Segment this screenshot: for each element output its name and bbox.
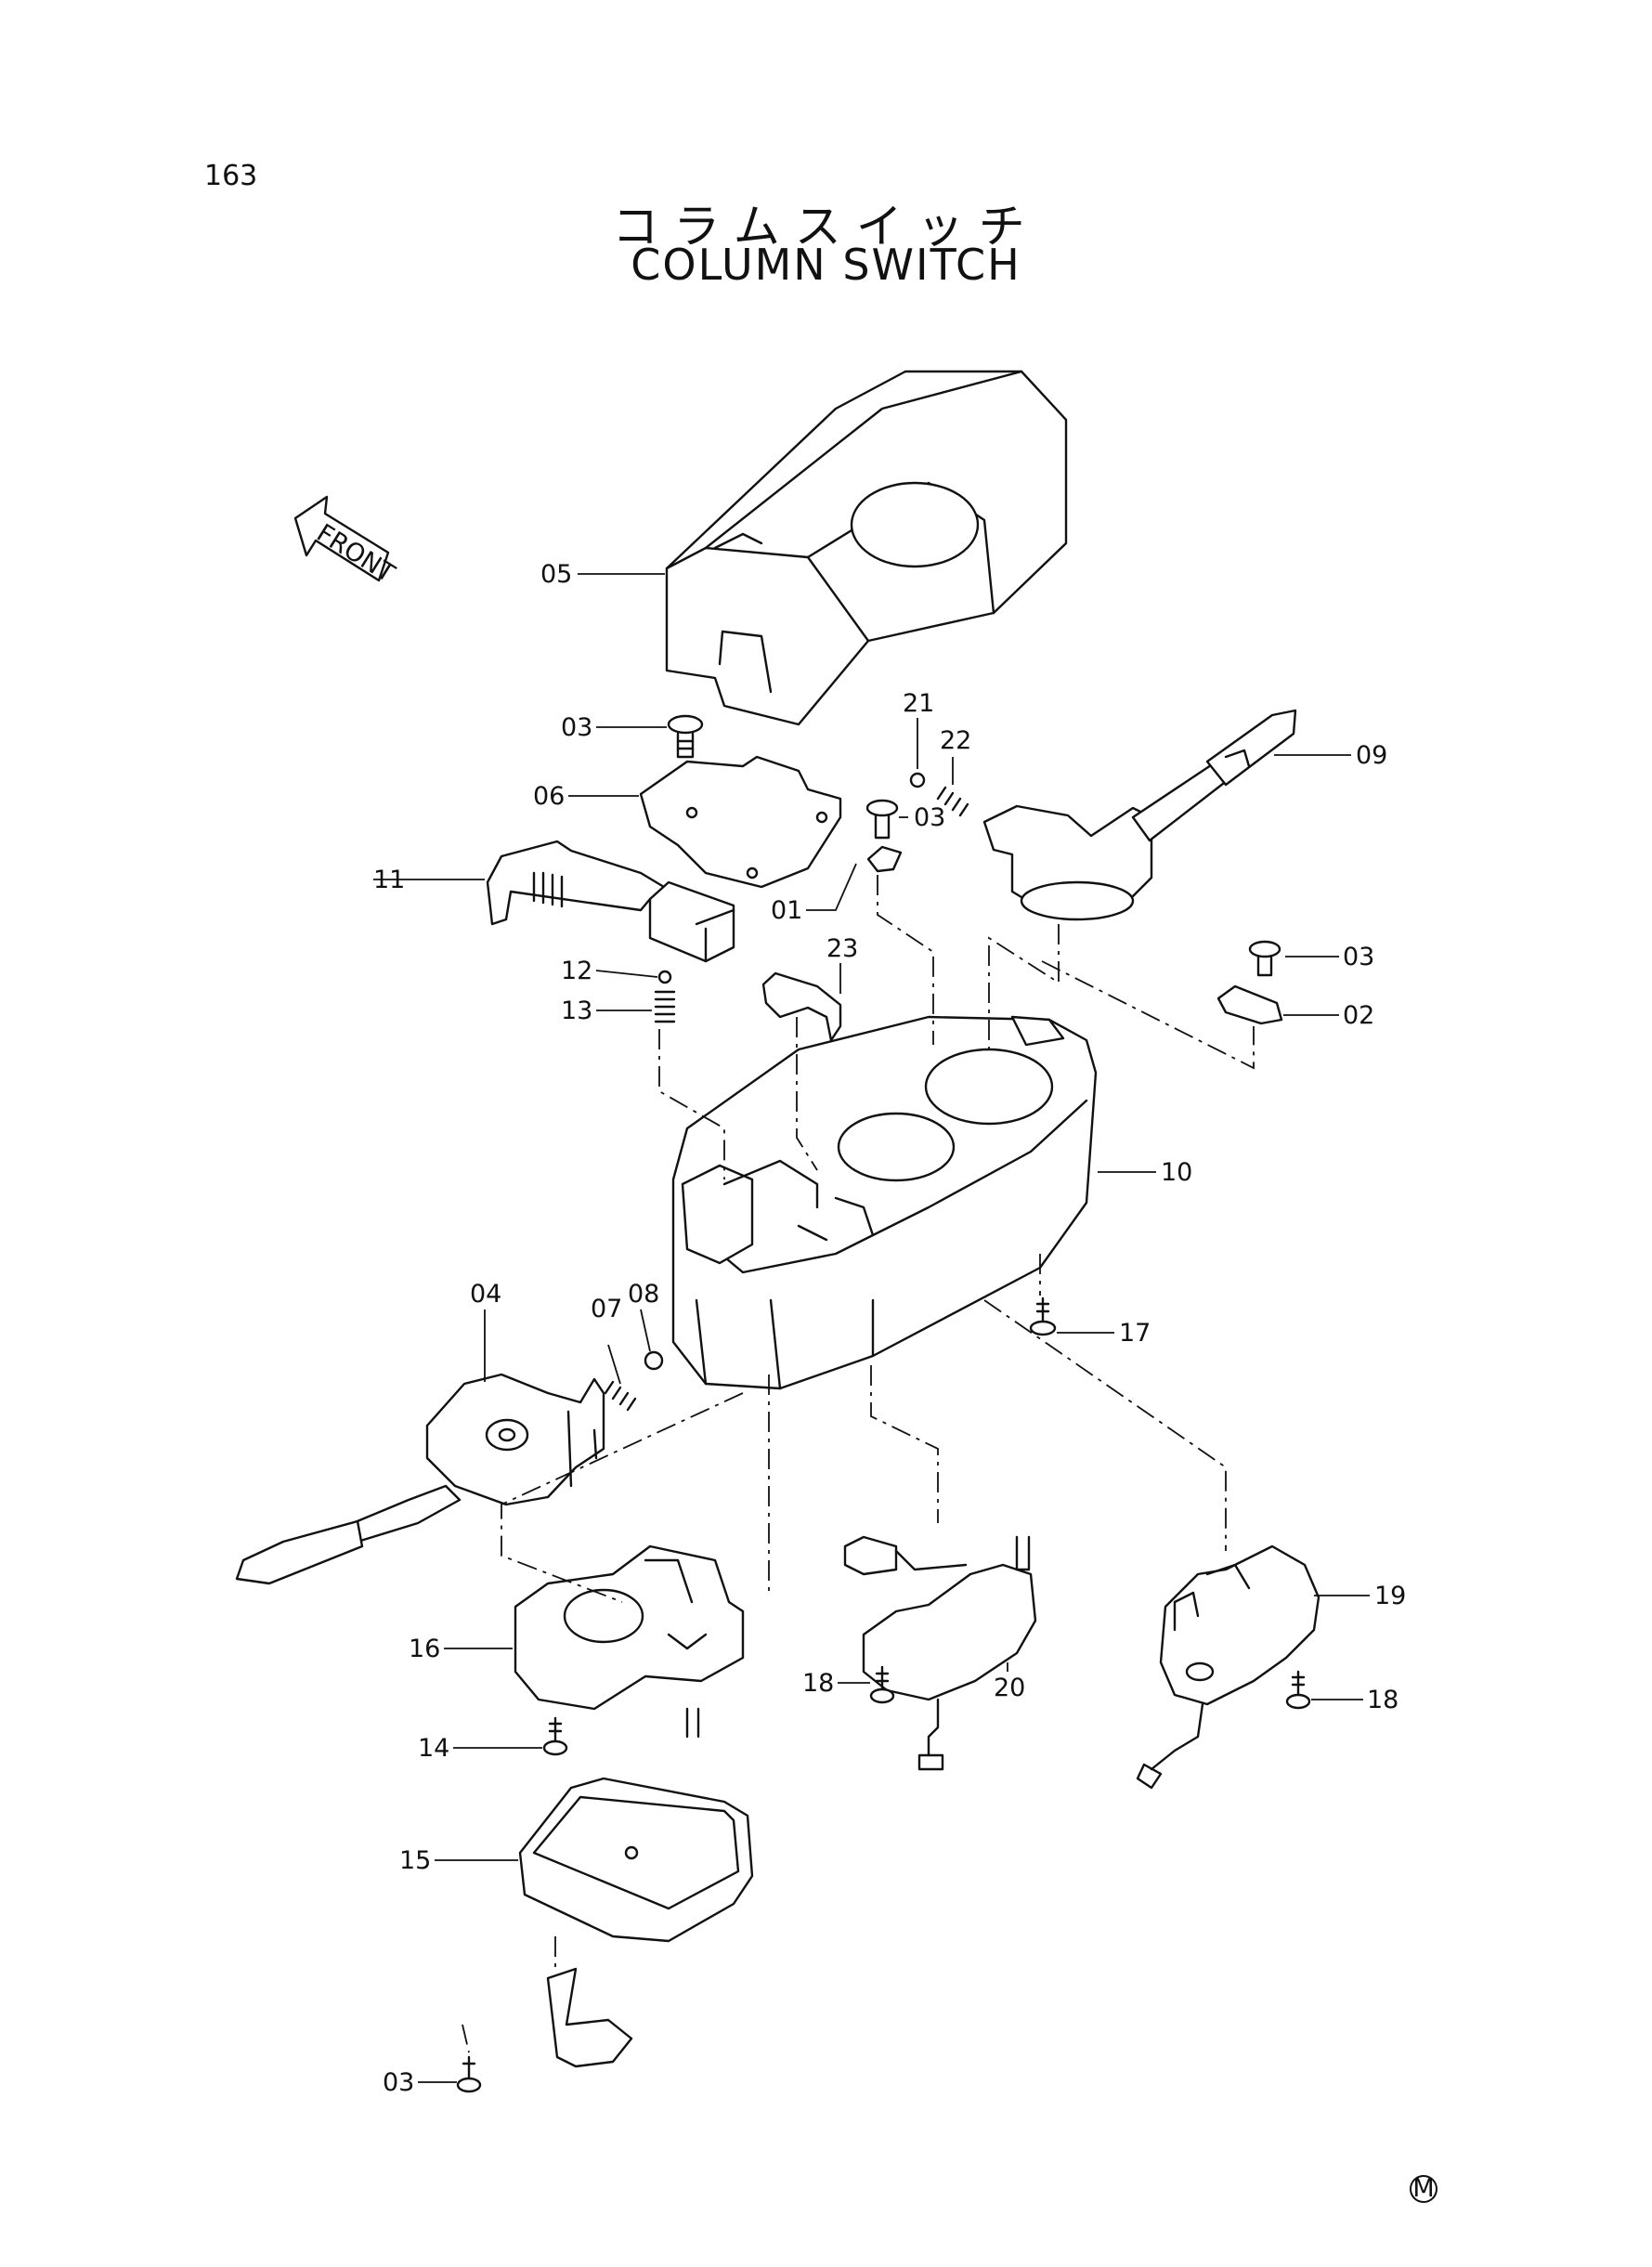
callout-22: 22 bbox=[940, 726, 971, 755]
part-03-screw-c bbox=[1248, 940, 1281, 977]
callout-12: 12 bbox=[561, 957, 592, 985]
part-13-spring bbox=[654, 990, 676, 1023]
callout-15: 15 bbox=[399, 1846, 431, 1875]
part-05-upper-cover bbox=[665, 370, 1068, 726]
callout-02: 02 bbox=[1343, 1001, 1374, 1030]
callout-14: 14 bbox=[418, 1734, 449, 1763]
part-19-switch bbox=[1136, 1544, 1320, 1790]
callout-labels: 05 03 06 11 21 22 09 03 01 23 12 13 03 0… bbox=[373, 560, 1406, 2097]
part-22-spring bbox=[936, 786, 969, 817]
front-arrow-icon: FRONT bbox=[293, 495, 400, 589]
part-18-screw-a bbox=[869, 1665, 895, 1704]
part-11-lever-bracket bbox=[486, 840, 735, 963]
part-12-ball bbox=[657, 970, 672, 984]
callout-06: 06 bbox=[533, 782, 565, 811]
part-07-spring bbox=[604, 1380, 637, 1412]
part-14-screw bbox=[542, 1716, 568, 1756]
title-english: COLUMN SWITCH bbox=[631, 240, 1021, 290]
part-18-screw-b bbox=[1285, 1670, 1311, 1710]
callout-23: 23 bbox=[826, 934, 858, 963]
callout-11: 11 bbox=[373, 866, 405, 894]
part-04-turn-signal-switch bbox=[235, 1373, 605, 1585]
part-17-screw bbox=[1029, 1296, 1057, 1336]
callout-18-b: 18 bbox=[1367, 1686, 1398, 1714]
part-06-bracket bbox=[639, 755, 842, 889]
callout-20: 20 bbox=[994, 1674, 1025, 1702]
manufacturer-mark-letter: M bbox=[1412, 2174, 1434, 2203]
page-number: 163 bbox=[204, 160, 258, 192]
callout-01: 01 bbox=[771, 896, 802, 925]
callout-03-a: 03 bbox=[561, 713, 592, 742]
part-16-switch-body bbox=[514, 1544, 745, 1739]
title-japanese: コラムスイッチ bbox=[612, 200, 1040, 254]
callout-17: 17 bbox=[1119, 1319, 1151, 1348]
callout-03-b: 03 bbox=[914, 803, 945, 832]
part-03-screw-a bbox=[667, 714, 704, 759]
callout-18-a: 18 bbox=[802, 1669, 834, 1698]
callout-08: 08 bbox=[628, 1280, 659, 1309]
part-15-lower-cover bbox=[518, 1777, 754, 1943]
callout-03-d: 03 bbox=[383, 2068, 414, 2097]
callout-03-c: 03 bbox=[1343, 943, 1374, 971]
callout-19: 19 bbox=[1374, 1582, 1406, 1610]
part-02-plate bbox=[1216, 984, 1283, 1025]
callout-13: 13 bbox=[561, 997, 592, 1025]
assembly-lines bbox=[462, 875, 1255, 2053]
part-09-wiper-switch bbox=[982, 709, 1297, 921]
part-23-clip bbox=[761, 971, 842, 1042]
part-03-screw-b bbox=[865, 799, 899, 840]
part-08-ball bbox=[644, 1350, 664, 1371]
part-21-ball bbox=[909, 772, 926, 788]
part-20-light-switch bbox=[843, 1535, 1037, 1771]
part-lower-bracket bbox=[546, 1967, 633, 2068]
callout-09: 09 bbox=[1356, 741, 1387, 770]
callout-04: 04 bbox=[470, 1280, 501, 1309]
callout-10: 10 bbox=[1161, 1158, 1192, 1187]
callout-05: 05 bbox=[540, 560, 572, 589]
callout-21: 21 bbox=[903, 689, 934, 718]
callout-07: 07 bbox=[591, 1295, 622, 1323]
callout-16: 16 bbox=[409, 1635, 440, 1663]
part-03-screw-d bbox=[456, 2055, 482, 2093]
manufacturer-mark: M bbox=[1410, 2174, 1437, 2203]
leader-lines bbox=[373, 573, 1370, 2083]
part-10-column-housing bbox=[671, 1015, 1098, 1390]
part-01-nut bbox=[866, 845, 903, 873]
